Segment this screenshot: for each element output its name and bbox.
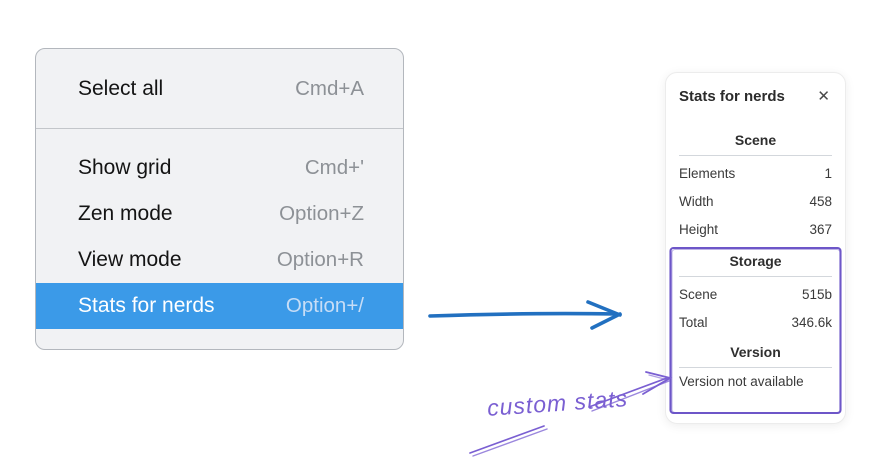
stat-row-height: Height 367: [679, 216, 832, 244]
section-heading-scene: Scene: [734, 132, 777, 148]
stat-row-storage-total: Total 346.6k: [679, 309, 832, 337]
menu-item-stats-for-nerds[interactable]: Stats for nerds Option+/: [36, 283, 403, 329]
section-divider: [679, 276, 832, 277]
stat-value: 458: [809, 194, 832, 209]
menu-item-label: View mode: [78, 248, 182, 271]
close-icon[interactable]: ✕: [817, 88, 830, 105]
stat-label: Scene: [679, 287, 718, 302]
menu-item-zen-mode[interactable]: Zen mode Option+Z: [36, 191, 403, 237]
menu-item-shortcut: Option+R: [276, 248, 364, 271]
stat-row-storage-scene: Scene 515b: [679, 281, 832, 309]
menu-item-label: Select all: [78, 76, 164, 100]
menu-item-shortcut: Option+/: [285, 294, 364, 317]
stat-label: Total: [679, 315, 708, 330]
stat-value: 367: [809, 222, 832, 237]
stats-panel-title: Stats for nerds: [679, 88, 785, 105]
menu-item-shortcut: Option+Z: [279, 202, 364, 225]
menu-divider: [36, 128, 403, 129]
stat-label: Height: [679, 222, 719, 237]
section-heading-version: Version: [730, 344, 781, 360]
stat-label: Elements: [679, 166, 736, 181]
stat-value: 515b: [801, 287, 832, 302]
stat-row-elements: Elements 1: [679, 160, 832, 188]
menu-item-label: Show grid: [78, 156, 172, 179]
context-menu: Select all Cmd+A Show grid Cmd+' Zen mod…: [35, 48, 404, 350]
menu-item-select-all[interactable]: Select all Cmd+A: [36, 66, 403, 112]
section-heading-storage: Storage: [729, 253, 782, 269]
blue-arrow: [428, 300, 622, 330]
annotation-text: custom stats: [486, 385, 629, 421]
menu-item-show-grid[interactable]: Show grid Cmd+': [36, 145, 403, 191]
menu-item-view-mode[interactable]: View mode Option+R: [36, 237, 403, 283]
annotation-arrow: [469, 371, 673, 457]
version-message: Version not available: [679, 374, 804, 389]
stat-row-width: Width 458: [679, 188, 832, 216]
menu-item-label: Zen mode: [78, 202, 173, 225]
stat-value: 1: [824, 166, 832, 181]
stat-value: 346.6k: [791, 315, 832, 330]
section-divider: [679, 155, 832, 156]
section-divider: [679, 367, 832, 368]
stats-panel: Stats for nerds ✕ Scene Elements 1 Width…: [665, 72, 846, 424]
menu-item-shortcut: Cmd+A: [295, 76, 364, 100]
menu-item-label: Stats for nerds: [78, 294, 215, 317]
stat-label: Width: [679, 194, 714, 209]
menu-item-shortcut: Cmd+': [304, 156, 364, 179]
